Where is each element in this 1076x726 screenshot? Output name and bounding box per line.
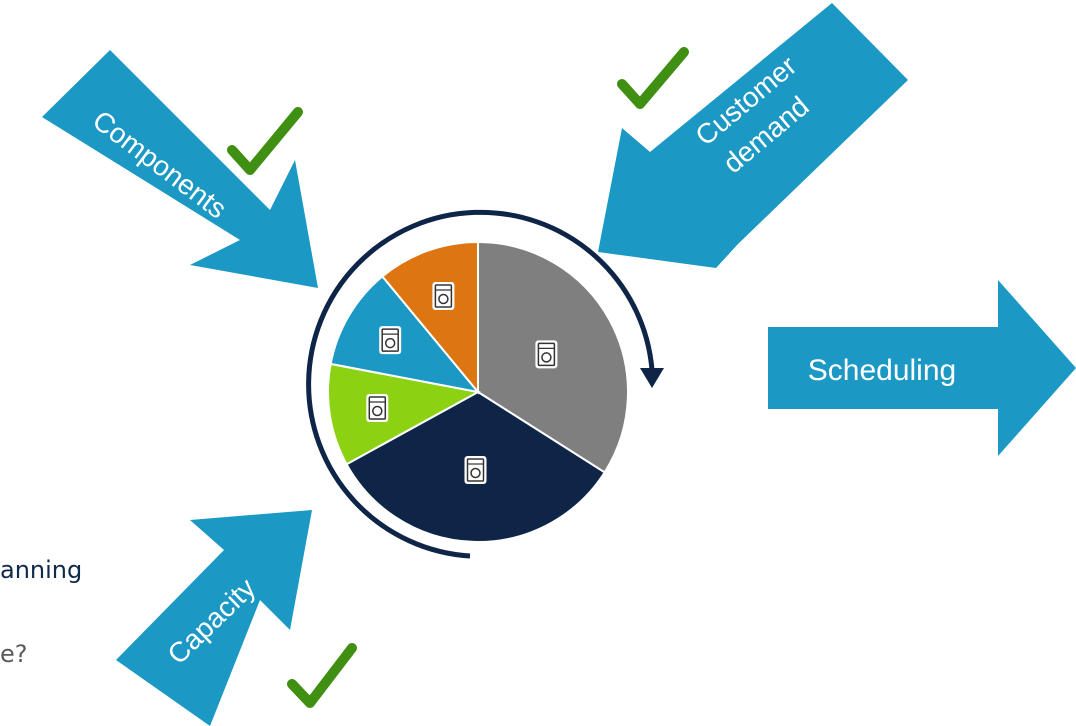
washing-machine-icon (534, 339, 559, 370)
components-arrow: Components (42, 50, 318, 288)
planning-heading-fragment: anning (0, 556, 83, 584)
washing-machine-icon (378, 325, 402, 355)
product-mix-pie (327, 240, 629, 543)
pie-slice-orange (380, 240, 479, 395)
customer-demand-check-icon (617, 47, 689, 109)
cycle-arrow (306, 209, 664, 559)
scheduling-label: Scheduling (808, 354, 956, 387)
components-check-icon (227, 107, 303, 175)
washing-machine-icon (463, 455, 488, 485)
scheduling-arrow: Scheduling (768, 280, 1076, 456)
pie-slice-blue (329, 275, 481, 394)
capacity-arrow: Capacity (116, 510, 312, 726)
washing-machine-icon (431, 281, 456, 311)
washing-machine-icon (365, 393, 390, 423)
pie-slice-lime (327, 362, 481, 466)
question-text-fragment: e? (0, 640, 28, 668)
capacity-check-icon (287, 643, 357, 708)
customer-demand-arrow: Customer demand (598, 3, 908, 268)
